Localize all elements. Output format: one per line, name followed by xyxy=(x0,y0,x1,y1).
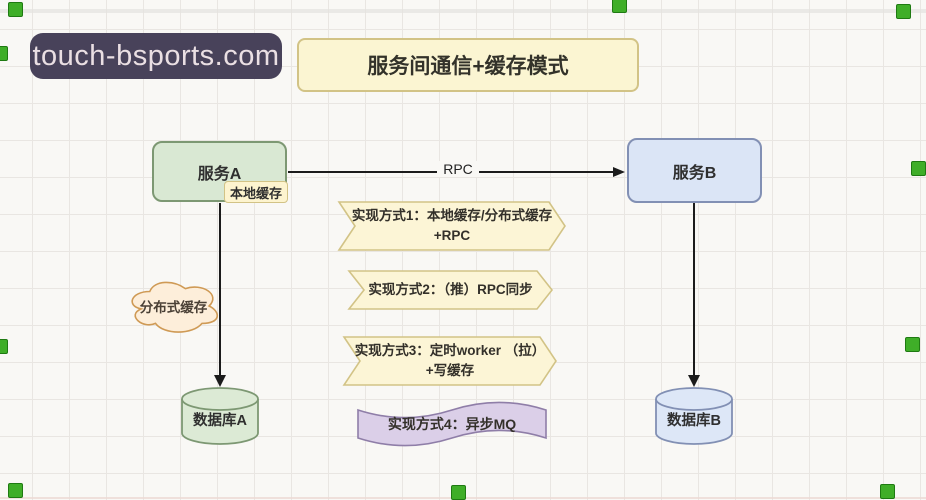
green-marker-icon xyxy=(905,337,920,352)
banner-method-2: 实现方式2：（推）RPC同步 xyxy=(347,270,554,310)
rpc-edge-label: RPC xyxy=(437,161,479,177)
database-cylinder-icon xyxy=(655,387,733,445)
database-cylinder-icon xyxy=(181,387,259,445)
green-marker-icon xyxy=(896,4,911,19)
arrow-down-icon xyxy=(688,375,700,387)
node-distributed-cache: 分布式缓存 xyxy=(126,277,221,335)
banner-method-3-line2: +写缓存 xyxy=(425,363,475,378)
service-b-to-database-b-line xyxy=(693,203,695,379)
green-marker-icon xyxy=(0,46,8,61)
green-marker-icon xyxy=(8,2,23,17)
green-marker-icon xyxy=(911,161,926,176)
watermark-text: touch-bsports.com xyxy=(32,39,280,72)
arrow-down-icon xyxy=(214,375,226,387)
banner-method-1-line1: 实现方式1：本地缓存/分布式缓存 xyxy=(351,208,553,223)
service-a-label: 服务A xyxy=(197,165,242,183)
node-database-a: 数据库A xyxy=(181,387,259,445)
banner-method-1-line2: +RPC xyxy=(433,228,471,243)
green-marker-icon xyxy=(880,484,895,499)
diagram-title: 服务间通信+缓存模式 xyxy=(367,55,569,78)
green-marker-icon xyxy=(0,339,8,354)
tape-ribbon-icon xyxy=(357,401,547,447)
banner-method-3-line1: 实现方式3：定时worker （拉） xyxy=(354,343,546,358)
diagram-title-box: 服务间通信+缓存模式 xyxy=(297,38,639,92)
step-ribbon-icon xyxy=(342,336,557,386)
arrow-right-icon xyxy=(613,166,625,177)
green-marker-icon xyxy=(612,0,627,13)
top-grid-band xyxy=(0,9,926,13)
banner-method-4: 实现方式4：异步MQ xyxy=(357,400,547,448)
service-a-to-database-a-line xyxy=(219,203,221,379)
cloud-icon xyxy=(131,281,218,333)
green-marker-icon xyxy=(451,485,466,500)
node-local-cache: 本地缓存 xyxy=(224,181,288,203)
distributed-cache-label: 分布式缓存 xyxy=(139,300,208,315)
step-ribbon-icon xyxy=(347,270,554,310)
green-marker-icon xyxy=(8,483,23,498)
database-a-label: 数据库A xyxy=(193,413,247,429)
banner-method-4-line1: 实现方式4：异步MQ xyxy=(387,416,517,432)
node-service-b: 服务B xyxy=(627,138,762,203)
node-database-b: 数据库B xyxy=(655,387,733,445)
step-ribbon-icon xyxy=(337,201,566,251)
database-b-label: 数据库B xyxy=(667,413,721,429)
banner-method-2-line1: 实现方式2：（推）RPC同步 xyxy=(368,282,533,297)
local-cache-label: 本地缓存 xyxy=(229,185,282,201)
banner-method-3: 实现方式3：定时worker （拉） +写缓存 xyxy=(342,336,557,386)
banner-method-1: 实现方式1：本地缓存/分布式缓存 +RPC xyxy=(337,201,566,251)
watermark-pill: touch-bsports.com xyxy=(30,33,282,79)
service-b-label: 服务B xyxy=(672,164,717,182)
